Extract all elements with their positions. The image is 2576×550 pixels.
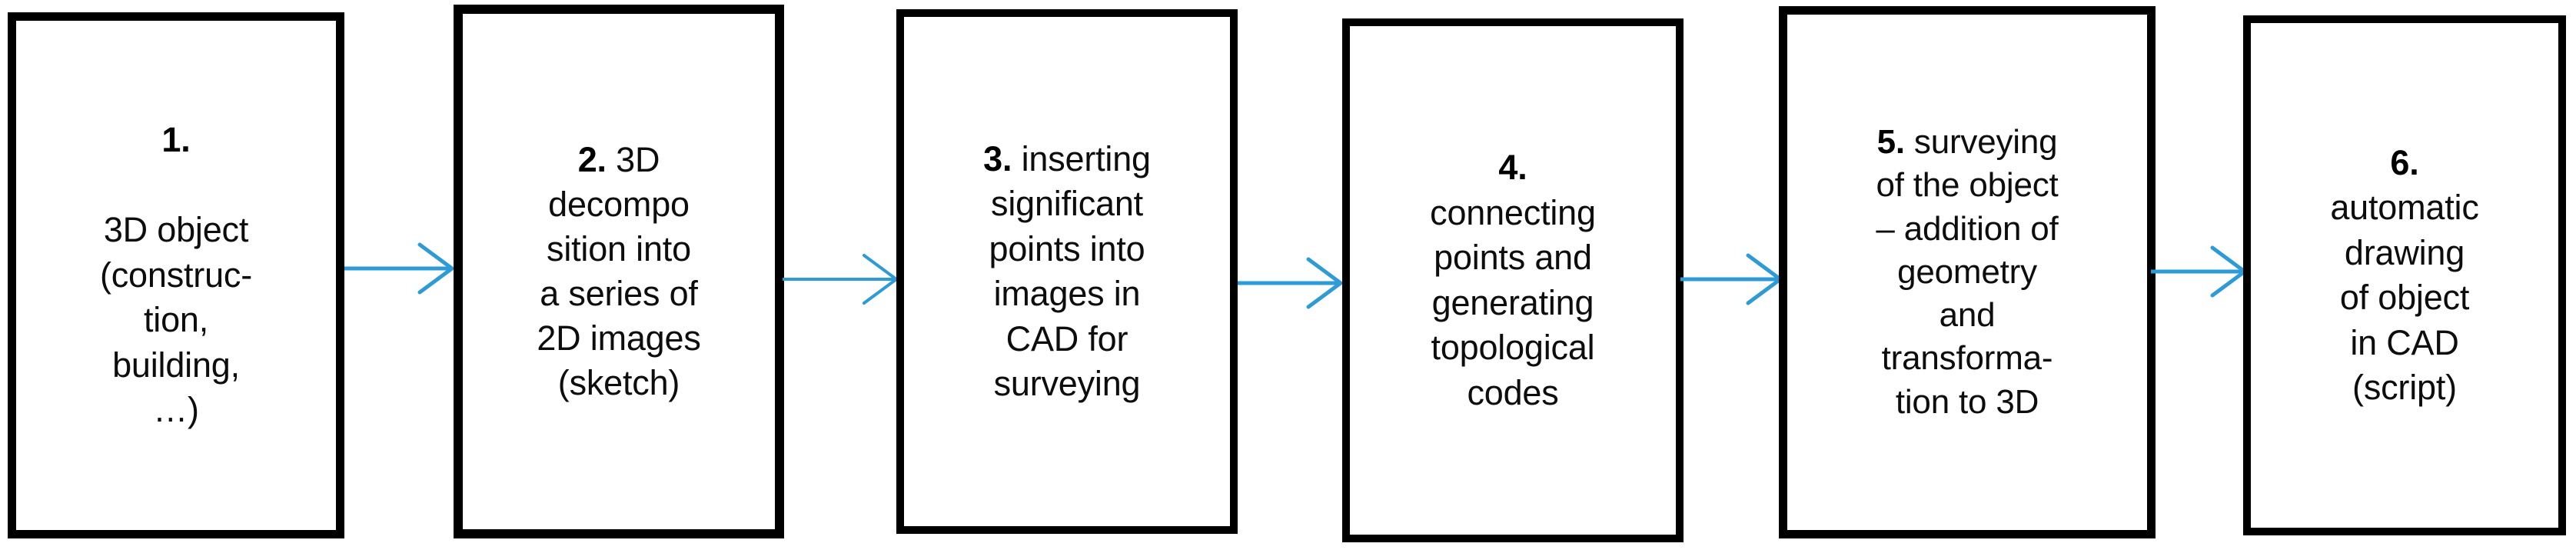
step-number-5: 5. xyxy=(1876,122,1905,161)
arrow-5-to-6 xyxy=(2151,240,2247,303)
step-text-1: 1. 3D object (construc- tion, building, … xyxy=(16,118,336,433)
step-number-4: 4. xyxy=(1498,148,1527,187)
arrow-3-to-4 xyxy=(1238,252,1343,315)
step-text-5: 5. surveying of the object – addition of… xyxy=(1787,121,2147,424)
step-text-6: 6. automatic drawing of object in CAD (s… xyxy=(2251,141,2558,411)
step-body-5: surveying of the object – addition of ge… xyxy=(1876,122,2059,421)
step-body-2: 3D decompo sition into a series of 2D im… xyxy=(537,139,701,403)
step-box-4[interactable]: 4. connecting points and generating topo… xyxy=(1342,18,1684,542)
arrow-1-to-2 xyxy=(344,237,454,300)
step-body-4: connecting points and generating topolog… xyxy=(1430,192,1596,412)
step-number-2: 2. xyxy=(577,139,607,179)
arrow-4-to-5 xyxy=(1680,248,1783,311)
step-number-3: 3. xyxy=(983,138,1012,178)
step-body-1: 3D object (construc- tion, building, …) xyxy=(99,210,253,430)
step-number-6: 6. xyxy=(2390,142,2419,182)
step-box-2[interactable]: 2. 3D decompo sition into a series of 2D… xyxy=(454,5,784,538)
step-box-3[interactable]: 3. inserting significant points into ima… xyxy=(896,9,1238,534)
arrow-2-to-3 xyxy=(783,248,898,311)
step-text-3: 3. inserting significant points into ima… xyxy=(904,137,1230,407)
step-box-6[interactable]: 6. automatic drawing of object in CAD (s… xyxy=(2243,15,2566,535)
step-text-4: 4. connecting points and generating topo… xyxy=(1350,145,1676,415)
step-box-5[interactable]: 5. surveying of the object – addition of… xyxy=(1779,6,2156,538)
step-box-1[interactable]: 1. 3D object (construc- tion, building, … xyxy=(8,12,344,538)
step-body-3: inserting significant points into images… xyxy=(989,138,1152,404)
step-number-1: 1. xyxy=(161,120,191,160)
step-text-2: 2. 3D decompo sition into a series of 2D… xyxy=(463,138,775,405)
step-body-6: automatic drawing of object in CAD (scri… xyxy=(2330,188,2479,407)
